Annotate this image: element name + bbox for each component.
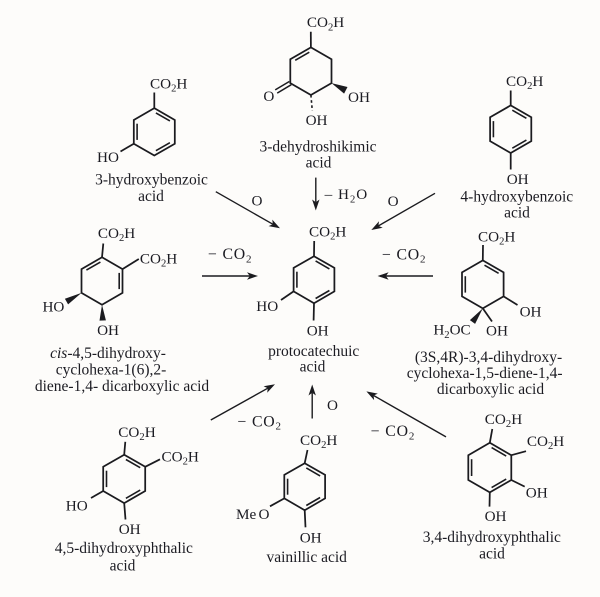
svg-text:CO2H: CO2H: [506, 73, 543, 92]
svg-text:OH: OH: [97, 322, 119, 339]
svg-text:vainillic acid: vainillic acid: [266, 549, 347, 566]
svg-text:OH: OH: [119, 521, 141, 538]
svg-text:CO2H: CO2H: [150, 75, 187, 94]
svg-text:CO2H: CO2H: [307, 14, 344, 33]
svg-text:HO: HO: [66, 498, 88, 515]
svg-text:acid: acid: [300, 359, 326, 376]
svg-text:CO2H: CO2H: [478, 229, 515, 248]
svg-text:OH: OH: [485, 508, 507, 525]
svg-text:HO: HO: [42, 299, 64, 316]
svg-text:CO2H: CO2H: [162, 448, 199, 467]
svg-text:OH: OH: [348, 89, 370, 106]
svg-text:OH: OH: [307, 322, 329, 339]
svg-text:acid: acid: [479, 546, 505, 563]
svg-text:O: O: [263, 88, 274, 105]
svg-text:3,4-dihydroxyphthalic: 3,4-dihydroxyphthalic: [423, 529, 561, 546]
svg-text:dicarboxylic acid: dicarboxylic acid: [437, 381, 544, 398]
svg-text:− CO2: − CO2: [371, 423, 415, 442]
svg-text:Me: Me: [236, 506, 257, 523]
svg-text:acid: acid: [306, 155, 332, 172]
svg-text:− CO2: − CO2: [238, 413, 282, 432]
svg-text:O: O: [259, 506, 270, 523]
svg-text:acid: acid: [504, 205, 530, 222]
svg-text:HO: HO: [97, 149, 119, 166]
svg-text:CO2H: CO2H: [300, 432, 337, 451]
svg-text:4-hydroxybenzoic: 4-hydroxybenzoic: [460, 189, 573, 206]
svg-text:3-hydroxybenzoic: 3-hydroxybenzoic: [95, 172, 208, 189]
svg-text:OH: OH: [300, 530, 322, 547]
svg-text:(3S,4R)-3,4-dihydroxy-: (3S,4R)-3,4-dihydroxy-: [415, 349, 562, 366]
svg-text:3-dehydroshikimic: 3-dehydroshikimic: [259, 139, 376, 156]
svg-text:O: O: [388, 193, 399, 210]
svg-text:CO2H: CO2H: [485, 411, 522, 430]
svg-text:CO2H: CO2H: [98, 225, 135, 244]
svg-text:OH: OH: [486, 322, 508, 339]
svg-text:OH: OH: [306, 112, 328, 129]
svg-text:H2OC: H2OC: [433, 322, 470, 341]
svg-text:− CO2: − CO2: [208, 246, 252, 265]
svg-text:acid: acid: [110, 558, 136, 575]
svg-text:diene-1,4- dicarboxylic acid: diene-1,4- dicarboxylic acid: [35, 378, 210, 395]
svg-text:OH: OH: [520, 304, 542, 321]
svg-text:CO2H: CO2H: [309, 224, 346, 243]
svg-text:HO: HO: [256, 298, 278, 315]
svg-text:acid: acid: [138, 188, 164, 205]
svg-text:CO2H: CO2H: [140, 250, 177, 269]
svg-text:OH: OH: [526, 485, 548, 502]
svg-text:CO2H: CO2H: [527, 433, 564, 452]
svg-text:4,5-dihydroxyphthalic: 4,5-dihydroxyphthalic: [55, 540, 193, 557]
svg-text:protocatechuic: protocatechuic: [268, 343, 359, 360]
svg-text:cis-4,5-dihydroxy-: cis-4,5-dihydroxy-: [50, 345, 166, 362]
svg-text:CO2H: CO2H: [118, 424, 155, 443]
svg-text:O: O: [327, 397, 338, 414]
svg-text:– H2O: – H2O: [324, 186, 369, 205]
svg-text:O: O: [252, 192, 263, 209]
svg-text:cyclohexa-1(6),2-: cyclohexa-1(6),2-: [56, 362, 167, 379]
svg-text:− CO2: − CO2: [382, 246, 426, 265]
svg-text:cyclohexa-1,5-diene-1,4-: cyclohexa-1,5-diene-1,4-: [407, 365, 563, 382]
svg-text:OH: OH: [507, 171, 529, 188]
